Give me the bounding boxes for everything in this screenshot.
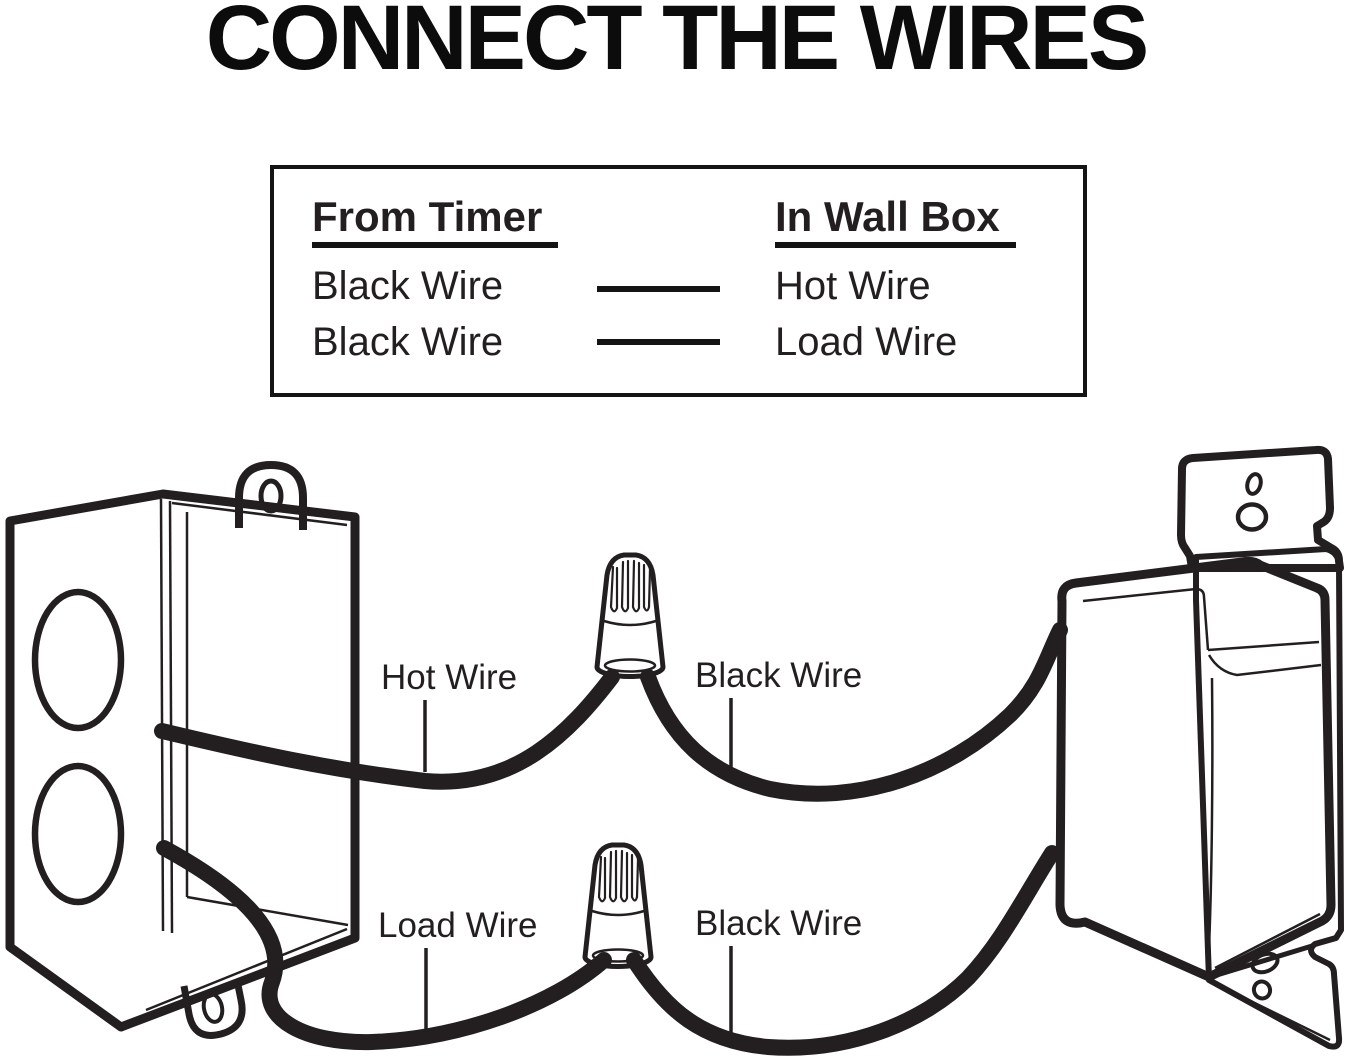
table-header-in-wall-box: In Wall Box [775,194,1016,249]
wall-box-top-tab [235,460,307,530]
load-wire-label: Load Wire [378,906,538,945]
wall-box-body [5,489,360,1032]
table-row-1-to: Hot Wire [775,264,931,308]
leader-lines [423,698,733,1034]
timer-body-detail-lines [1082,587,1322,971]
timer-plate-triangle-inner-line [1215,982,1331,1042]
black-wire-bottom-label: Black Wire [695,904,863,943]
page-title: CONNECT THE WIRES [205,0,1150,89]
wire-nut-top-icon [597,555,663,677]
connector-dash [597,339,720,345]
knockout-hole-bottom [31,762,125,906]
table-row-2-to: Load Wire [775,320,958,364]
table-row-2-from: Black Wire [312,320,504,364]
connector-dash [597,286,720,292]
bracket-screw-hole-small [1245,472,1263,496]
bracket-screw-hole-large [1235,502,1269,532]
black-wire-bottom-path [626,845,1060,1056]
wire-nut-bottom-icon [585,845,651,967]
timer-plate-top-edge-line [1198,548,1318,559]
table-row-1-from: Black Wire [312,264,504,308]
black-wire-top-path [640,622,1068,802]
timer-mounting-bracket [1177,445,1344,572]
plate-screw-hole-large [1250,951,1280,975]
table-header-from-timer: From Timer [312,194,559,249]
timer-body [1055,556,1336,982]
timer-switch-illustration [1055,445,1344,1050]
hot-wire-label: Hot Wire [381,658,518,697]
hot-wire-path [154,669,620,790]
wall-box-bottom-tab [180,979,246,1039]
wall-box-illustration [5,460,360,1039]
plate-screw-hole-small [1251,979,1273,1001]
wire-mapping-table: From Timer In Wall Box Black Wire Hot Wi… [270,165,1087,397]
load-wire-path [156,840,612,1051]
knockout-hole-top [31,588,125,732]
wires [154,622,1068,1056]
black-wire-top-label: Black Wire [695,656,863,695]
